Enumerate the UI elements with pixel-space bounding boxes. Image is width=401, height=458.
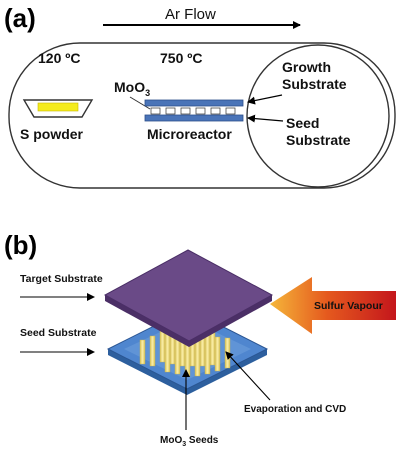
evaporation-pointer: [225, 351, 271, 401]
temp-right-label: 750 ºC: [160, 50, 202, 66]
moo3-label: MoO3: [114, 79, 150, 98]
seed-pointer-arrow: [247, 114, 284, 123]
evaporation-label: Evaporation and CVD: [244, 404, 346, 415]
ar-flow-label: Ar Flow: [165, 6, 216, 23]
temp-left-label: 120 ºC: [38, 50, 80, 66]
sulfur-vapour-label: Sulfur Vapour: [314, 300, 383, 312]
panel-a: (a) Ar Flow 120 ºC 750 ºC S powder MoO3 …: [4, 3, 396, 189]
moo3-seeds-label: MoO3 Seeds: [160, 435, 219, 448]
sulfur-powder-fill: [37, 102, 79, 112]
panel-b: (b) Target Substrate Seed Substrate: [4, 230, 396, 448]
sulfur-vapour-arrow: [270, 277, 396, 334]
spacers: [150, 107, 236, 115]
seed-substrate-b-label: Seed Substrate: [20, 327, 97, 339]
target-substrate-label: Target Substrate: [20, 273, 103, 285]
zoom-circle: [246, 44, 390, 188]
panel-b-label: (b): [4, 230, 37, 260]
s-powder-label: S powder: [20, 126, 84, 142]
growth-pointer-arrow: [247, 94, 283, 105]
microreactor-label: Microreactor: [147, 126, 232, 142]
panel-a-label: (a): [4, 3, 36, 33]
growth-plate: [144, 99, 244, 107]
seed-plate: [144, 114, 244, 122]
target-substrate-top: [103, 249, 274, 342]
moo3-pointer: [129, 96, 151, 110]
furnace-tube: [8, 42, 396, 189]
